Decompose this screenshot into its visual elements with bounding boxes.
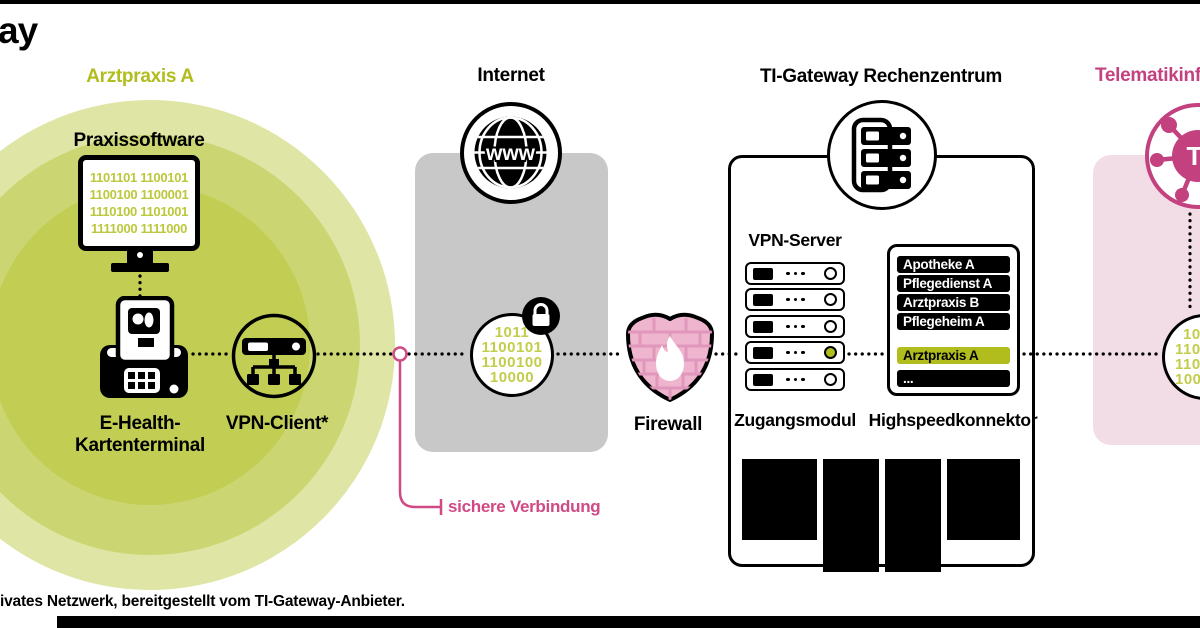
datacenter-block	[947, 459, 1020, 540]
datacenter-block	[885, 459, 941, 572]
arztpraxis-label: Arztpraxis A	[86, 66, 194, 87]
bottom-border-bar	[57, 616, 1200, 628]
server-led-active	[824, 346, 837, 359]
server-led	[824, 373, 837, 386]
datacenter-block	[823, 459, 879, 572]
vpn-server-unit	[745, 262, 845, 285]
ehealth-terminal-label: E-Health- Kartenterminal	[75, 413, 205, 456]
highspeedkonnektor-label: Highspeedkonnektor	[868, 410, 1038, 430]
vpn-server-unit-active	[745, 341, 845, 364]
server-led	[824, 267, 837, 280]
konnektor-entry-highlighted: Arztpraxis A	[897, 347, 1010, 364]
server-led	[824, 293, 837, 306]
server-led	[824, 320, 837, 333]
monitor-binary-line: 1110100 1101001	[89, 204, 189, 219]
monitor-binary-line: 1111000 1111000	[90, 221, 188, 236]
vpn-server-unit	[745, 368, 845, 391]
konnektor-entry: Pflegeheim A	[897, 313, 1010, 330]
secure-connection-label: sichere Verbindung	[448, 497, 601, 516]
vpn-server-unit	[745, 315, 845, 338]
praxissoftware-label: Praxissoftware	[73, 130, 205, 151]
ti-logo-text: TI	[1186, 141, 1200, 171]
vpn-client-label: VPN-Client*	[225, 413, 329, 434]
monitor-binary-line: 1101101 1100101	[89, 170, 189, 185]
server-rack-icon	[827, 100, 937, 210]
top-border-bar	[0, 0, 1200, 4]
monitor-stand-neck	[127, 250, 153, 264]
vpn-client-icon	[230, 312, 318, 400]
www-text: www	[485, 142, 536, 165]
telematik-label: Telematikinfra	[1095, 65, 1200, 86]
monitor-stand-base	[111, 263, 169, 272]
zugangsmodul-label: Zugangsmodul	[734, 410, 856, 430]
card-terminal-icon	[98, 296, 190, 400]
footnote-text: ivates Netzwerk, bereitgestellt vom TI-G…	[0, 593, 405, 610]
firewall-shield-icon	[624, 310, 716, 404]
rechenzentrum-label: TI-Gateway Rechenzentrum	[760, 66, 1002, 87]
internet-label: Internet	[477, 65, 545, 86]
page-title-fragment: ay	[0, 10, 38, 51]
monitor-binary-line: 1100100 1100001	[89, 187, 189, 202]
ti-logo-icon: TI	[1145, 103, 1200, 209]
vpn-server-unit	[745, 288, 845, 311]
konnektor-entry: ...	[897, 370, 1010, 387]
monitor-icon: 1101101 1100101 1100100 1100001 1110100 …	[78, 155, 200, 251]
konnektor-entry: Arztpraxis B	[897, 294, 1010, 311]
konnektor-entry: Apotheke A	[897, 256, 1010, 273]
firewall-label: Firewall	[633, 414, 703, 435]
highspeed-konnektor-box: Apotheke A Pflegedienst A Arztpraxis B P…	[887, 244, 1020, 396]
vpn-server-label: VPN-Server	[748, 230, 842, 250]
globe-www-icon: www	[460, 102, 562, 204]
lock-icon	[522, 297, 560, 335]
konnektor-entry: Pflegedienst A	[897, 275, 1010, 292]
datacenter-block	[742, 459, 817, 540]
